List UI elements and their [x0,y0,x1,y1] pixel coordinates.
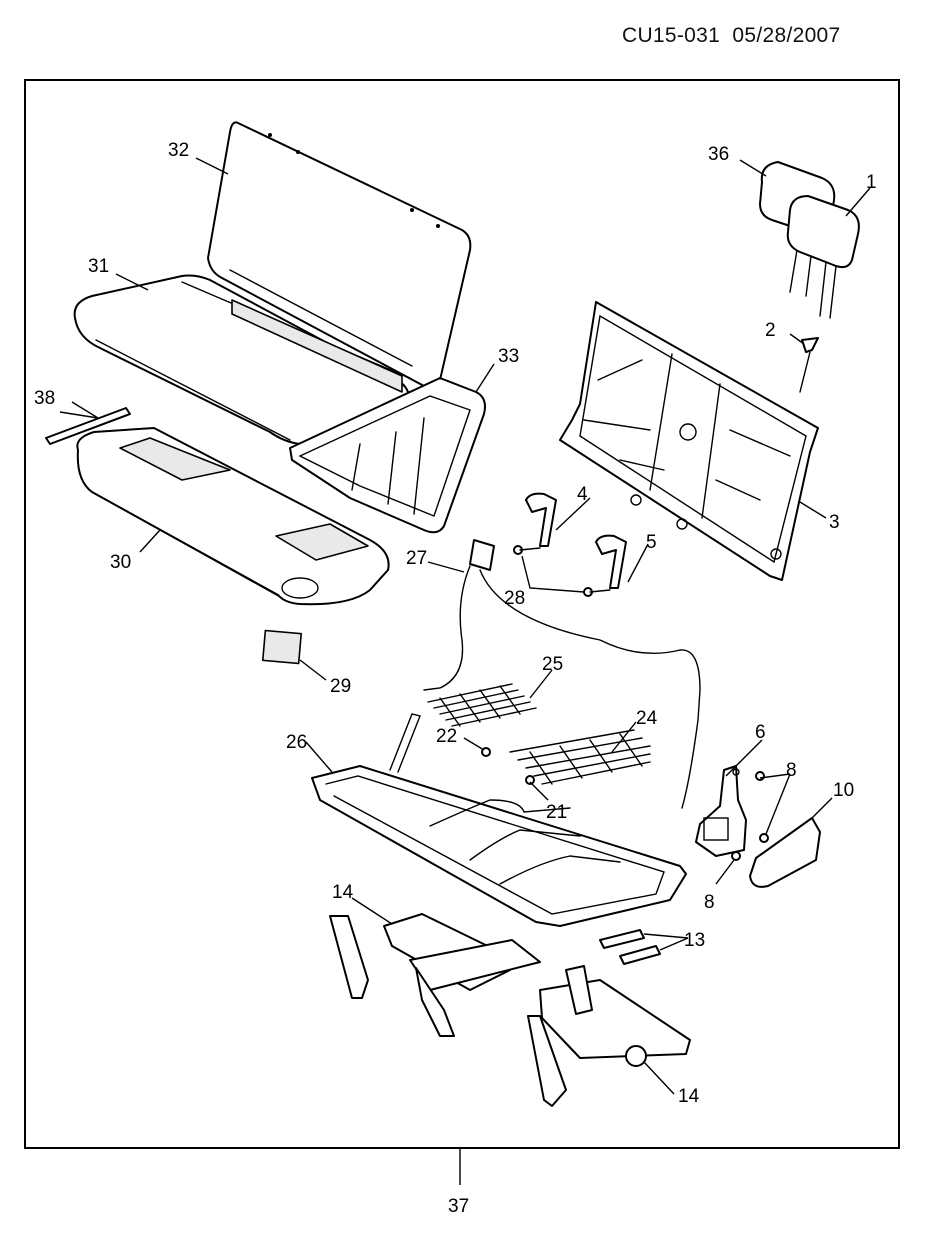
callout-14-left: 14 [332,882,354,903]
callout-8-lower: 8 [704,892,715,913]
callout-32: 32 [168,140,189,161]
trim-cover-29 [261,629,303,665]
spring-grid-24 [509,729,651,785]
callout-14-right: 14 [678,1086,700,1107]
link-13 [599,929,661,965]
callout-13: 13 [684,930,705,951]
callout-labels: 1 2 3 4 5 6 8 8 10 13 14 14 21 22 24 25 … [34,140,877,1217]
seat-frame-26 [311,713,687,927]
callout-4: 4 [577,484,588,505]
callout-30: 30 [110,552,131,573]
track-riser-14-left [329,913,541,1037]
diagram-frame [24,79,900,1149]
fastener-21 [525,775,535,785]
bolts-28 [513,545,611,597]
seat-back-panel-3 [559,301,819,581]
callout-28: 28 [504,588,525,609]
latch-cover-10 [749,817,821,888]
callout-29: 29 [330,676,351,697]
callout-5: 5 [646,532,657,553]
callout-24: 24 [636,708,658,729]
callout-6: 6 [755,722,766,743]
leader-lines [71,157,871,1095]
bracket-5 [595,534,627,589]
diagram-header: CU15-031 05/28/2007 [622,24,841,48]
latch-assembly-6 [695,765,747,857]
seat-back-frame-33 [289,377,486,534]
callout-26: 26 [286,732,307,753]
callout-3: 3 [829,512,840,533]
bolt-8-upper-a [755,771,765,781]
callout-25: 25 [542,654,563,675]
strap-38 [45,407,131,445]
headrest-guide-2 [799,337,819,393]
seat-cushion-31 [73,274,411,448]
callout-33: 33 [498,346,519,367]
diagram-date: 05/28/2007 [732,24,841,47]
callout-22: 22 [436,726,457,747]
callout-1: 1 [866,172,877,193]
callout-10: 10 [833,780,854,801]
seat-bottom-cushion-30 [76,427,390,606]
callout-8-upper: 8 [786,760,797,781]
callout-36: 36 [708,144,729,165]
seat-belt-harness-27 [423,539,701,809]
bolt-8-upper-b [759,833,769,843]
diagram-code: CU15-031 [622,24,721,47]
bracket-4 [525,492,557,547]
callout-31: 31 [88,256,109,277]
callout-21: 21 [546,802,567,823]
headrest-1 [786,195,860,319]
bolt-8-lower [731,851,741,861]
track-riser-14-right [527,965,691,1107]
callout-27: 27 [406,548,427,569]
spring-grid-25 [427,683,537,727]
callout-37: 37 [448,1196,469,1217]
callout-38: 38 [34,388,55,409]
callout-2: 2 [765,320,776,341]
